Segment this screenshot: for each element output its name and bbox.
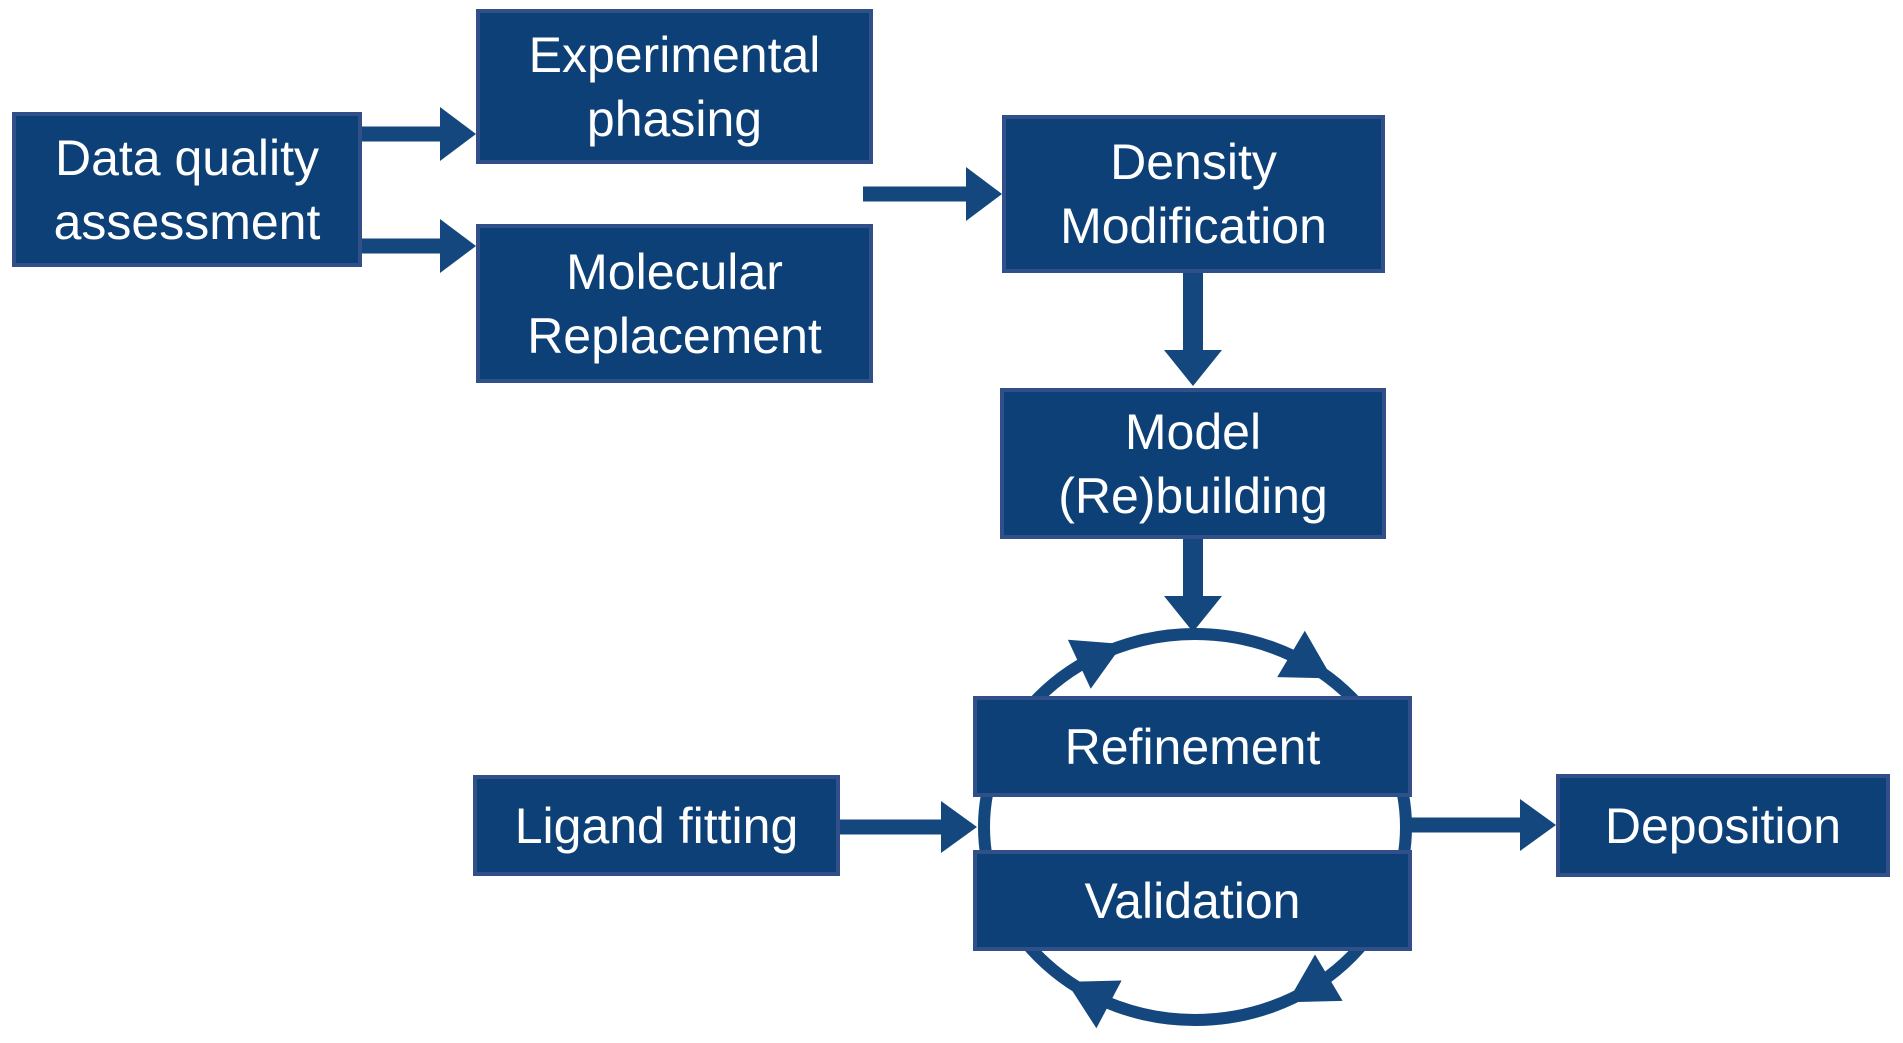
cycle-arrowhead-bottom-right: [1287, 954, 1343, 1003]
arrow-model-to-cycle: [1164, 539, 1222, 632]
node-refinement: Refinement: [973, 696, 1412, 797]
arrow-ligand-to-cycle: [838, 801, 977, 853]
cycle-arrowhead-top-right: [1277, 630, 1333, 679]
cycle-arrowhead-top-left: [1067, 639, 1123, 689]
node-data-quality-assessment: Data quality assessment: [12, 112, 362, 267]
node-label-line: Deposition: [1604, 797, 1842, 854]
node-label-line: Model: [1124, 403, 1262, 460]
node-label-line: assessment: [53, 193, 321, 250]
node-deposition: Deposition: [1556, 774, 1890, 877]
node-label-line: Ligand fitting: [514, 797, 799, 854]
arrow-cycle-to-deposition: [1410, 799, 1556, 851]
node-label-line: Experimental: [528, 26, 821, 83]
node-label-line: phasing: [586, 90, 763, 147]
node-validation: Validation: [973, 850, 1412, 951]
node-density-modification: Density Modification: [1002, 115, 1385, 273]
node-label-line: Data quality: [54, 129, 320, 186]
arrow-dqa-to-experimental-phasing: [360, 107, 476, 161]
node-label-line: Modification: [1060, 198, 1327, 254]
node-label-line: Refinement: [1064, 718, 1321, 775]
arrow-to-density-modification: [863, 167, 1002, 221]
node-label-line: Replacement: [527, 307, 822, 364]
node-label-line: (Re)building: [1058, 467, 1328, 524]
arrow-density-to-model: [1164, 273, 1222, 386]
node-molecular-replacement: Molecular Replacement: [476, 224, 873, 383]
node-label-line: Density: [1110, 134, 1277, 190]
refinement-validation-cycle-arrow: [978, 628, 1412, 1029]
node-model-rebuilding: Model (Re)building: [1000, 388, 1386, 539]
node-label-line: Molecular: [566, 243, 783, 300]
node-experimental-phasing: Experimental phasing: [476, 9, 873, 164]
node-ligand-fitting: Ligand fitting: [473, 775, 840, 876]
cycle-arrowhead-bottom-left: [1066, 980, 1122, 1029]
node-label-line: Validation: [1084, 872, 1301, 929]
arrow-dqa-to-molecular-replacement: [360, 219, 476, 273]
